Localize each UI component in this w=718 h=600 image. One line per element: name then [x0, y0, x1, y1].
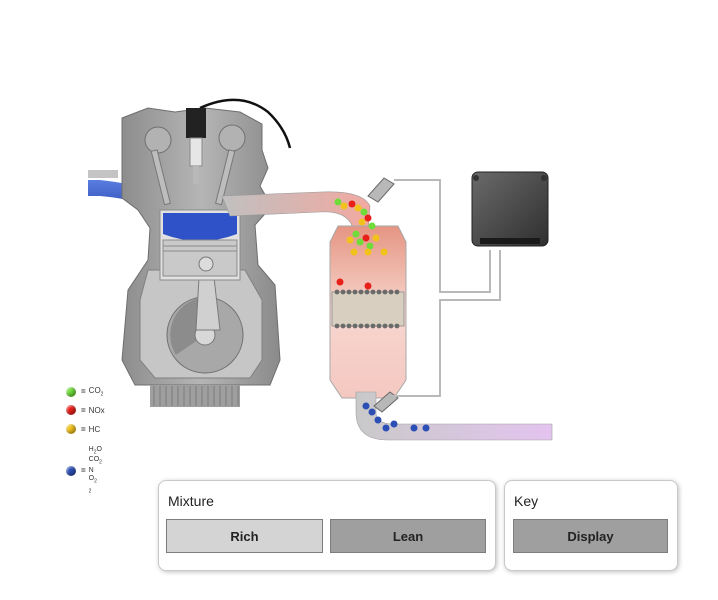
blue-dot-icon [66, 465, 76, 476]
yellow-dot-icon [66, 424, 76, 434]
legend-label: NOx [88, 405, 105, 415]
mixture-title: Mixture [168, 493, 214, 509]
legend-label: HC [88, 424, 101, 434]
tailpipe [355, 391, 553, 441]
legend-item-nox: = NOx [66, 405, 105, 415]
legend-item-hc: = HC [66, 424, 100, 434]
key-title: Key [514, 493, 539, 509]
green-dot-icon [66, 386, 76, 397]
spark-plug [186, 98, 292, 184]
exhaust-molecules [334, 198, 430, 432]
legend-equals: = [81, 424, 86, 434]
cylinder [159, 209, 241, 281]
legend-equals: = [81, 466, 86, 476]
catalytic-converter [329, 225, 407, 399]
legend-item-co2: = CO2 [66, 386, 103, 398]
camshafts [144, 124, 246, 206]
key-panel: Key Display [504, 480, 678, 571]
ecu-unit [471, 171, 549, 247]
legend-products-list: H2O CO2 N O2 2 [88, 446, 102, 495]
sensor-wiring [392, 179, 501, 397]
display-button[interactable]: Display [513, 519, 668, 553]
mixture-panel: Mixture Rich Lean [158, 480, 496, 571]
legend-label: CO2 [88, 386, 104, 398]
upstream-o2-sensor [367, 177, 395, 203]
rich-button[interactable]: Rich [166, 519, 323, 553]
red-dot-icon [66, 405, 76, 415]
legend-item-products: = H2O CO2 N O2 2 [66, 446, 102, 496]
legend-equals: = [81, 405, 86, 415]
lean-button[interactable]: Lean [330, 519, 486, 553]
legend-equals: = [81, 387, 86, 397]
